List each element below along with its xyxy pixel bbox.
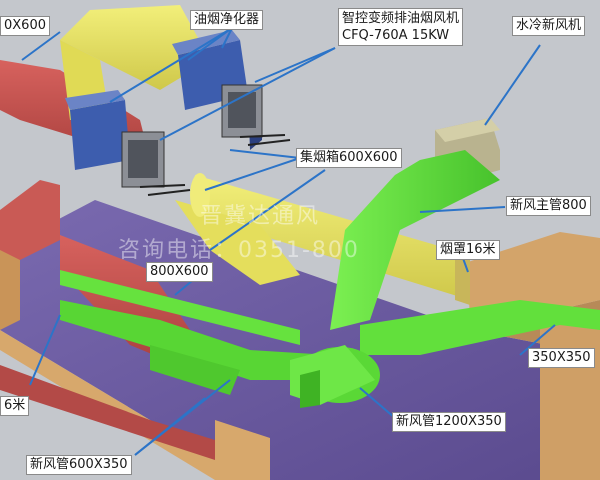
arrow-600-2 (134, 397, 206, 456)
arrow-fan-2 (159, 47, 336, 141)
label-fresh-1200: 新风管1200X350 (392, 412, 506, 432)
yellow-duct-end (190, 173, 210, 217)
purifier-lower (65, 90, 130, 170)
yellow-duct-branch (175, 200, 300, 285)
exhaust-fan-upper (221, 84, 291, 146)
arrow-1200 (359, 387, 396, 419)
arrow-fresh-main (419, 206, 506, 213)
label-fresh-600: 新风管600X350 (26, 455, 132, 475)
label-smoke-box: 集烟箱600X600 (296, 148, 402, 168)
label-fan-line1: 智控变频排油烟风机 (342, 11, 460, 26)
label-duct-800: 800X600 (146, 262, 213, 282)
red-duct-left (0, 180, 60, 260)
lower-wall-stub (215, 420, 270, 480)
arrow-purifier-3 (109, 27, 233, 103)
yellow-duct-hood (195, 175, 470, 300)
watermark-line1: 晋冀达通风 (200, 204, 321, 229)
label-hood: 烟罩16米 (436, 240, 500, 260)
callout-arrows (21, 27, 556, 456)
fresh-air-unit-top (435, 118, 500, 142)
arrow-left-16m (29, 314, 61, 386)
label-fan-line2: CFQ-760A 15KW (342, 28, 450, 43)
arrow-fan-1 (254, 47, 336, 83)
arrow-purifier-1 (221, 27, 233, 49)
arrow-smoke-1 (229, 149, 301, 159)
exhaust-fan-lower (121, 131, 191, 196)
watermark-line2: 咨询电话：0351-800 (118, 238, 360, 263)
arrow-smoke-2 (204, 157, 301, 191)
arrow-top-left (21, 31, 61, 61)
left-wall (0, 240, 20, 330)
label-purifier: 油烟净化器 (190, 10, 264, 30)
label-top-left-size: 0X600 (0, 16, 50, 36)
green-main-riser (330, 150, 500, 330)
label-fresh-main: 新风主管800 (506, 196, 591, 216)
green-duct-branch (150, 345, 240, 395)
yellow-duct-top (60, 5, 210, 90)
red-duct-front (0, 365, 215, 460)
green-duct-upper-left (60, 270, 300, 345)
green-duct-right (360, 300, 600, 355)
green-duct-lower (60, 300, 330, 380)
label-left-16m: 6米 (0, 396, 30, 416)
green-plenum-side (300, 370, 320, 408)
label-fresh-air-unit: 水冷新风机 (512, 16, 586, 36)
right-wall-front (540, 310, 600, 480)
arrow-fresh-unit (484, 44, 541, 126)
label-fan: 智控变频排油烟风机 CFQ-760A 15KW (338, 8, 464, 46)
label-350: 350X350 (528, 348, 595, 368)
arrow-smoke-3 (209, 169, 326, 251)
arrow-350 (519, 324, 556, 356)
